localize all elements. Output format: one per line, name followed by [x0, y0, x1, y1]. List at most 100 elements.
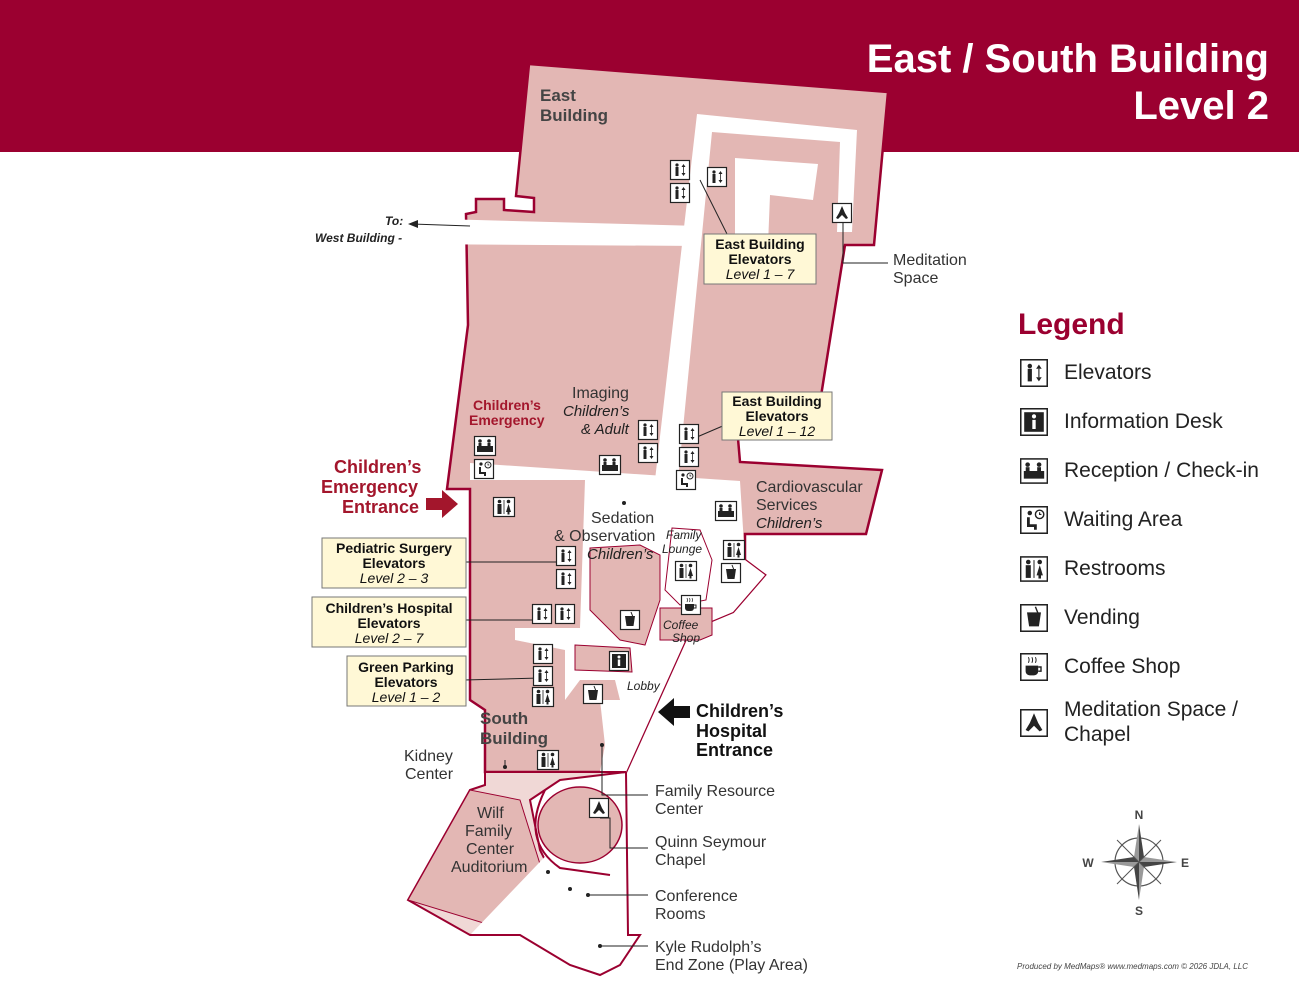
family-lounge-label-1: Family — [666, 528, 702, 542]
sedation-label-3: Children’s — [587, 546, 654, 563]
callout-east-elevators-1-12: East Building Elevators Level 1 – 12 — [721, 391, 833, 441]
compass-n: N — [1135, 808, 1144, 822]
restroom-icon — [1020, 556, 1048, 582]
kidney-center-label-1: Kidney — [404, 748, 453, 765]
callout-1-line1: East Building — [715, 236, 804, 252]
imaging-label-2: Children’s — [563, 403, 630, 420]
kyle-rudolph-label-2: End Zone (Play Area) — [655, 957, 808, 974]
coffee-icon — [1020, 653, 1048, 681]
legend-label: Vending — [1064, 606, 1140, 629]
west-arrow-line — [411, 223, 471, 227]
kidney-center-label-2: Center — [405, 766, 454, 783]
er-entrance-label-1: Children’s — [334, 457, 421, 477]
west-arrow-head — [408, 220, 418, 228]
wilf-label-4: Auditorium — [451, 859, 527, 876]
elevator-icon — [1020, 359, 1048, 387]
sedation-label-2: & Observation — [554, 528, 655, 545]
sedation-room — [589, 544, 661, 646]
hospital-entrance-label-2: Hospital — [696, 721, 767, 741]
meditation-space-label-1: Meditation — [893, 252, 967, 269]
conference-label-1: Conference — [655, 888, 738, 905]
cardio-label-3: Children’s — [756, 515, 823, 532]
compass-s: S — [1135, 904, 1143, 918]
legend-item-reception: Reception / Check-in — [1018, 454, 1288, 503]
coffee-shop-room — [659, 607, 713, 641]
callout-green-parking-elevators: Green Parking Elevators Level 1 – 2 — [346, 655, 467, 707]
childrens-emergency-label-1: Children’s — [473, 397, 541, 413]
compass-e: E — [1181, 856, 1189, 870]
legend: Legend Elevators Information Desk Recept… — [1018, 308, 1288, 759]
hospital-entrance-arrow — [658, 698, 690, 726]
legend-label: Information Desk — [1064, 410, 1223, 433]
legend-label: Restrooms — [1064, 557, 1166, 580]
hospital-entrance-label-1: Children’s — [696, 701, 783, 721]
legend-label: Waiting Area — [1064, 508, 1183, 531]
kyle-rudolph-label-1: Kyle Rudolph’s — [655, 939, 761, 956]
er-entrance-label-3: Entrance — [342, 497, 419, 517]
page-title: East / South Building Level 2 — [867, 36, 1269, 130]
compass-rose: N S E W — [1082, 808, 1189, 918]
lobby-label: Lobby — [627, 679, 661, 693]
legend-label: Elevators — [1064, 361, 1152, 384]
east-building-label-1: East — [540, 86, 576, 105]
title-line-2: Level 2 — [1133, 84, 1269, 128]
corridor-east-vertical — [655, 114, 857, 502]
corridor-inner-loop — [735, 158, 818, 245]
callout-4-line2: Elevators — [357, 615, 420, 631]
imaging-label-1: Imaging — [572, 385, 629, 402]
callout-1-levels: Level 1 – 7 — [726, 266, 796, 282]
er-entrance-label-2: Emergency — [321, 477, 418, 497]
childrens-emergency-label-2: Emergency — [469, 412, 545, 428]
info-icon — [1020, 408, 1048, 436]
legend-label: Reception / Check-in — [1064, 459, 1259, 482]
callout-pediatric-surgery-elevators: Pediatric Surgery Elevators Level 2 – 3 — [321, 537, 467, 589]
callout-childrens-hospital-elevators: Children’s Hospital Elevators Level 2 – … — [311, 596, 467, 648]
callout-2-levels: Level 1 – 12 — [739, 423, 815, 439]
legend-item-restrooms: Restrooms — [1018, 552, 1288, 601]
chapel-room — [537, 786, 623, 864]
compass-w: W — [1082, 856, 1094, 870]
callout-5-line1: Green Parking — [358, 659, 454, 675]
legend-item-vending: Vending — [1018, 601, 1288, 650]
vending-icon — [1020, 604, 1048, 632]
wilf-label-2: Family — [465, 823, 512, 840]
reception-icon — [1020, 458, 1048, 484]
cardio-label-2: Services — [756, 497, 817, 514]
south-building-label-1: South — [480, 709, 528, 728]
legend-item-coffee-shop: Coffee Shop — [1018, 650, 1288, 699]
callout-3-line2: Elevators — [362, 555, 425, 571]
coffee-shop-label-2: Shop — [672, 631, 700, 645]
legend-label: Meditation Space / Chapel — [1064, 698, 1238, 746]
wilf-label-1: Wilf — [477, 805, 504, 822]
meditation-space-label-2: Space — [893, 270, 938, 287]
callout-4-line1: Children’s Hospital — [325, 600, 452, 616]
cardio-label-1: Cardiovascular — [756, 479, 863, 496]
sedation-label-1: Sedation — [591, 510, 654, 527]
to-label-2: West Building - — [315, 231, 402, 245]
legend-item-information-desk: Information Desk — [1018, 405, 1288, 454]
er-entrance-arrow — [426, 490, 458, 518]
east-building-label-2: Building — [540, 106, 608, 125]
legend-title: Legend — [1018, 308, 1125, 341]
family-lounge-label-2: Lounge — [662, 542, 702, 556]
chapel-label-1: Quinn Seymour — [655, 834, 767, 851]
chapel-label-2: Chapel — [655, 852, 706, 869]
waiting-icon — [1020, 506, 1048, 534]
conference-label-2: Rooms — [655, 906, 706, 923]
callout-5-line2: Elevators — [374, 674, 437, 690]
legend-label: Coffee Shop — [1064, 655, 1181, 678]
wilf-label-3: Center — [466, 841, 515, 858]
credit-line: Produced by MedMaps® www.medmaps.com © 2… — [1017, 962, 1248, 971]
callout-2-line1: East Building — [732, 393, 821, 409]
south-building-label-2: Building — [480, 729, 548, 748]
chapel-arc — [534, 789, 611, 876]
family-resource-label-2: Center — [655, 801, 704, 818]
callout-1-line2: Elevators — [728, 251, 791, 267]
callout-3-levels: Level 2 – 3 — [360, 570, 429, 586]
callout-east-elevators-1-7: East Building Elevators Level 1 – 7 — [703, 233, 817, 285]
callout-3-line1: Pediatric Surgery — [336, 540, 452, 556]
legend-item-elevators: Elevators — [1018, 356, 1288, 405]
callout-5-levels: Level 1 – 2 — [372, 689, 441, 705]
callout-2-line2: Elevators — [745, 408, 808, 424]
